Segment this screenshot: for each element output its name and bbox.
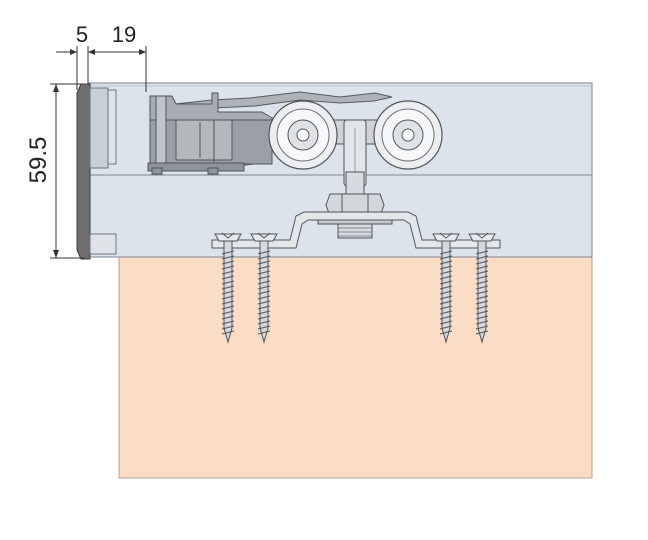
roller-wheel-left [268, 100, 338, 170]
dimension-left: 59.5 [25, 83, 84, 259]
dimension-label-59-5: 59.5 [25, 137, 52, 184]
wood-screw-3 [432, 232, 460, 344]
dimension-label-5: 5 [76, 22, 88, 47]
dimension-label-19: 19 [112, 22, 136, 47]
roller-carriage [147, 91, 443, 187]
wood-screw-4 [468, 232, 496, 344]
mounting-bracket [211, 211, 501, 249]
wood-screw-2 [250, 232, 278, 344]
dimension-top: 5 19 [56, 22, 147, 92]
end-cap [76, 83, 117, 260]
roller-wheel-right [373, 100, 443, 170]
wood-screws [214, 232, 496, 344]
door-panel [118, 248, 593, 479]
wood-screw-1 [214, 232, 242, 344]
